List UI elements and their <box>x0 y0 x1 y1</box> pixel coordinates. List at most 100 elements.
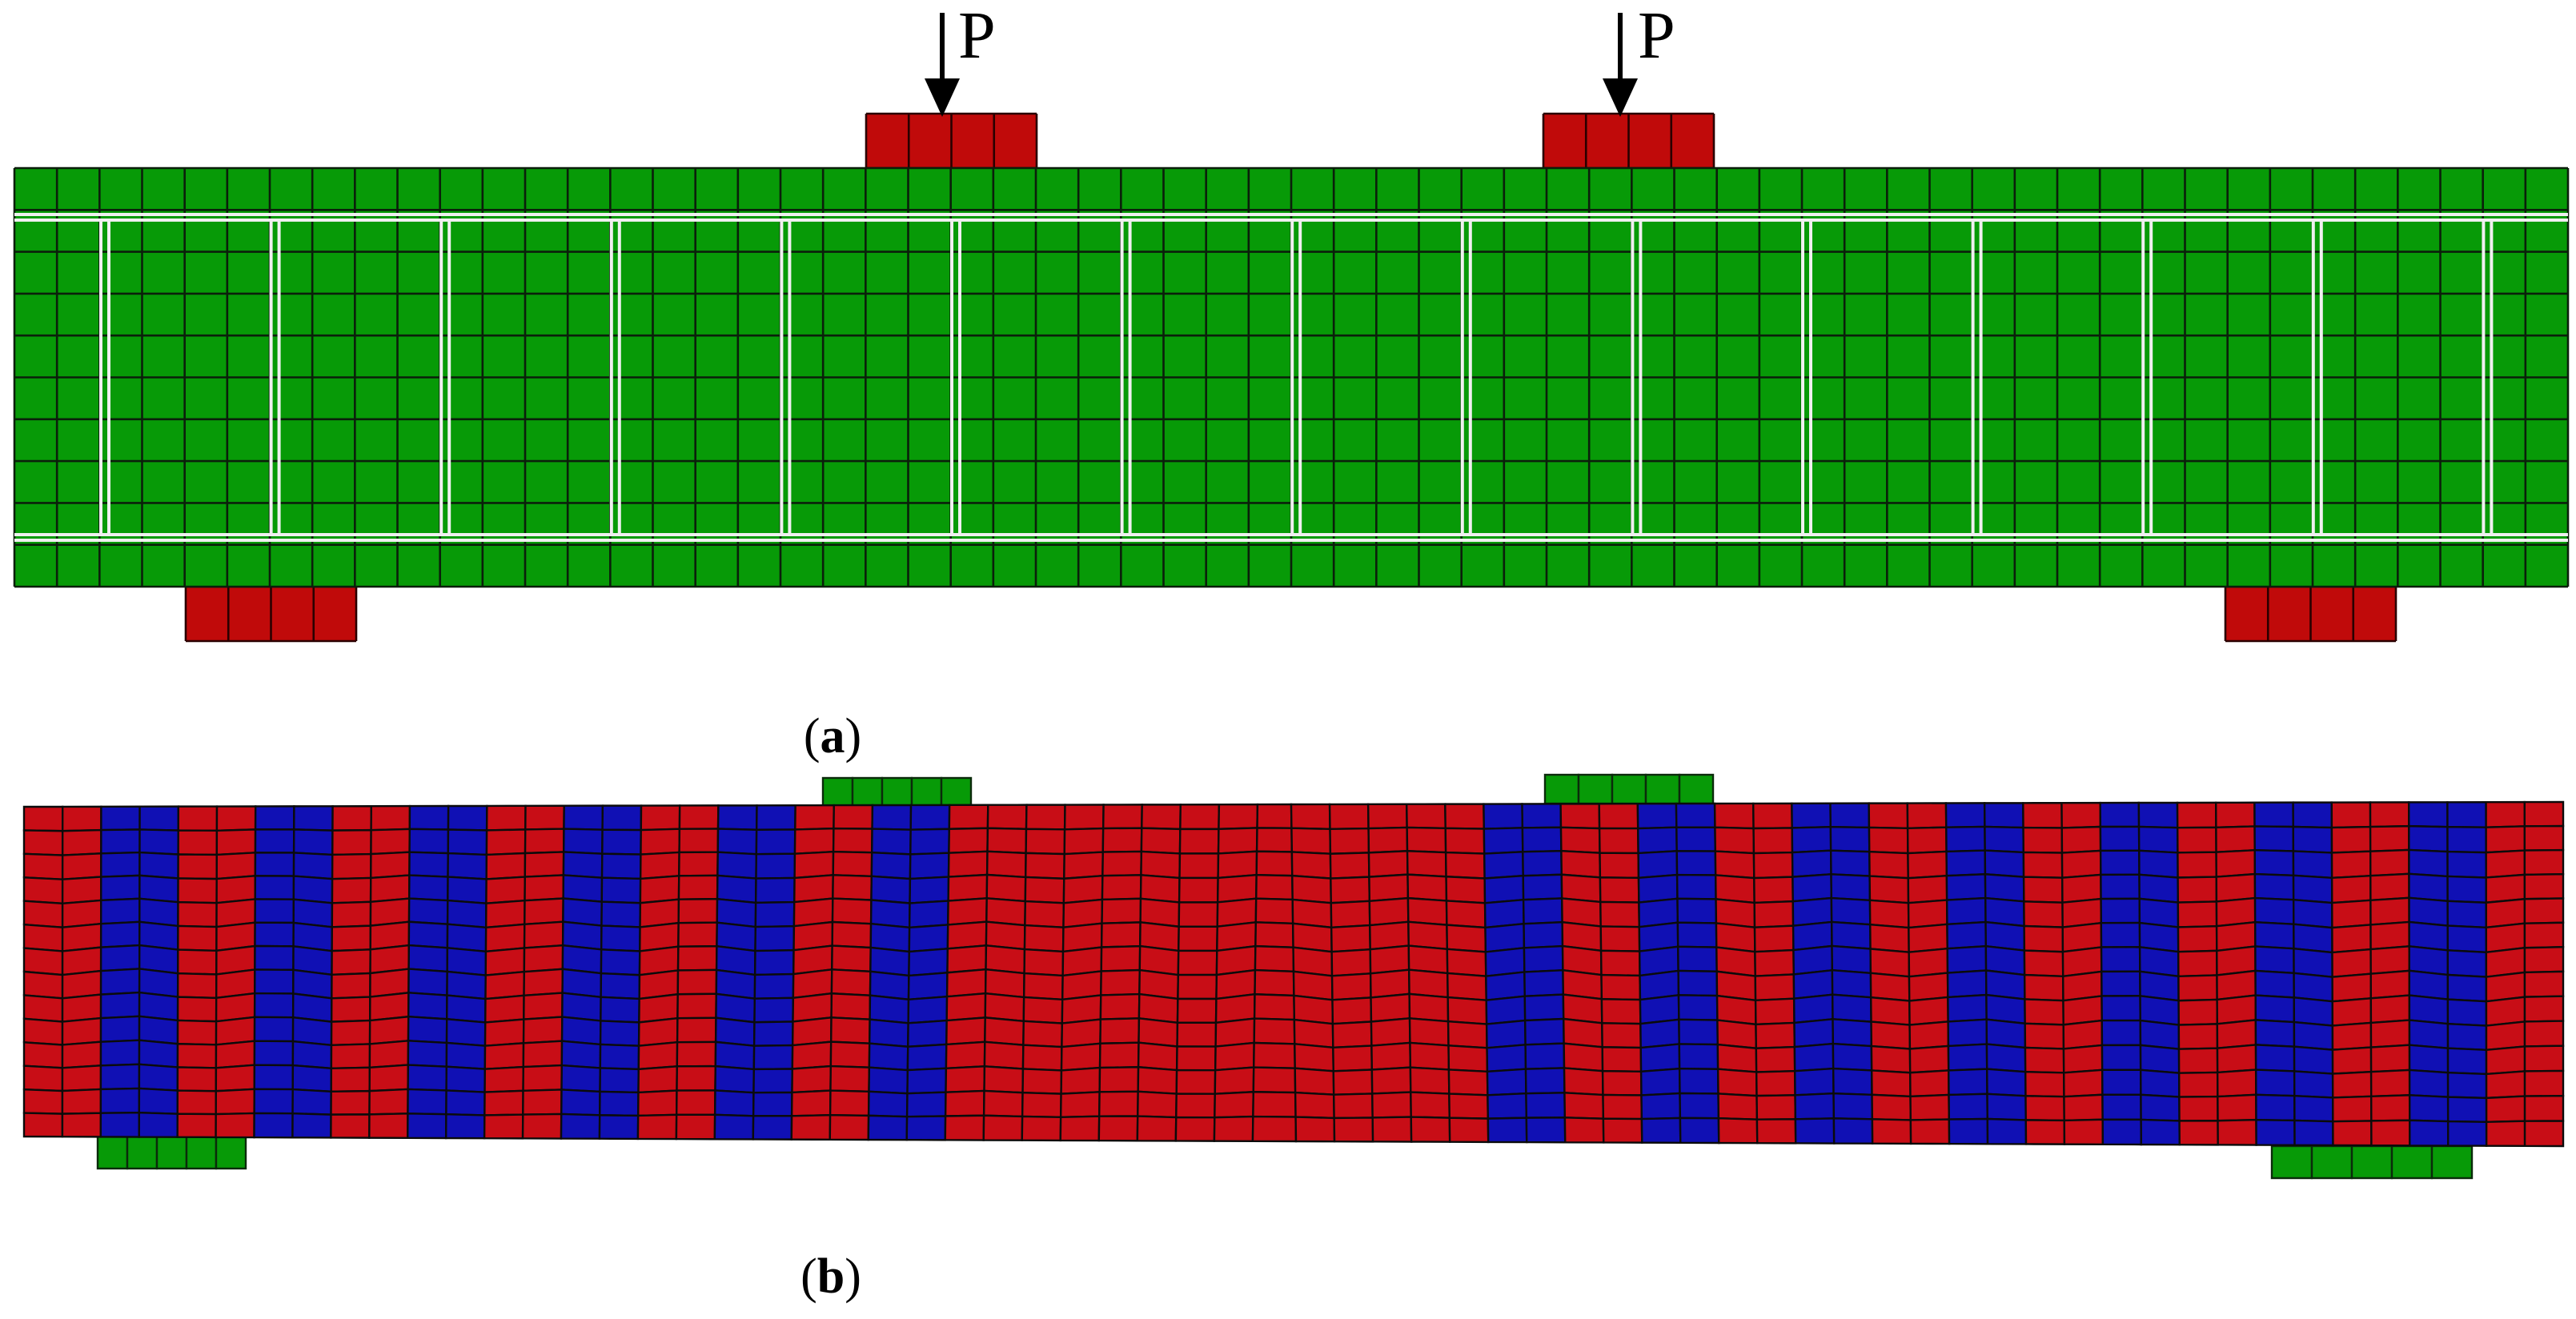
deformed-element <box>330 1019 371 1047</box>
panel-a-caption-letter: a <box>821 709 845 764</box>
deformed-element <box>2331 1070 2373 1099</box>
deformed-top-plate-left-element <box>821 776 854 808</box>
deformed-element <box>176 996 218 1023</box>
deformed-element <box>1097 1090 1139 1117</box>
deformed-element <box>1097 1115 1139 1142</box>
deformed-element <box>1255 827 1294 853</box>
deformed-element <box>330 1113 371 1139</box>
deformed-element <box>1868 826 1909 855</box>
deformed-element <box>1523 1017 1565 1046</box>
deformed-element <box>599 1043 640 1071</box>
deformed-element <box>1369 968 1410 999</box>
deformed-element <box>1176 997 1218 1024</box>
deformed-element <box>2293 1045 2334 1075</box>
deformed-element <box>2139 1068 2181 1098</box>
deformed-element <box>99 1112 141 1138</box>
deformed-element <box>1907 874 1948 904</box>
deformed-element <box>215 1088 255 1116</box>
deformed-element <box>1948 1092 1988 1121</box>
deformed-element <box>1639 1018 1680 1049</box>
deformed-element <box>907 1019 948 1048</box>
deformed-element <box>560 1040 602 1069</box>
deformed-element <box>1024 852 1065 880</box>
deformed-element <box>1675 850 1717 876</box>
deformed-element <box>1371 1091 1412 1119</box>
deformed-element <box>640 804 681 832</box>
deformed-element <box>1908 947 1949 978</box>
deformed-element <box>254 805 295 831</box>
deformed-element <box>484 1089 524 1117</box>
deformed-element <box>2369 896 2410 926</box>
deformed-element <box>1830 873 1872 902</box>
deformed-element <box>1909 1093 1951 1121</box>
deformed-element <box>2408 824 2449 853</box>
deformed-element <box>905 1091 947 1118</box>
deformed-element <box>829 1064 871 1093</box>
deformed-element <box>1330 972 1372 1001</box>
deformed-element <box>1178 852 1220 880</box>
deformed-element <box>832 874 873 901</box>
deformed-element <box>1177 973 1218 1000</box>
deformed-element <box>1255 873 1294 901</box>
deformed-element <box>254 944 295 972</box>
deformed-element <box>2370 1119 2411 1147</box>
deformed-element <box>331 876 372 904</box>
deformed-top-plate-right-element <box>1611 773 1647 805</box>
deformed-element <box>138 851 179 880</box>
deformed-element <box>2330 850 2372 880</box>
deformed-element <box>1794 1092 1836 1121</box>
deformed-element <box>791 1064 833 1094</box>
deformed-element <box>446 994 487 1024</box>
deformed-element <box>292 828 334 856</box>
deformed-element <box>368 1088 409 1116</box>
deformed-element <box>1523 944 1564 973</box>
deformed-support-plate-left-element <box>215 1135 247 1170</box>
deformed-element <box>755 852 796 880</box>
deformed-element <box>1291 874 1332 904</box>
deformed-element <box>331 900 372 928</box>
deformed-element <box>1444 827 1486 855</box>
deformed-element <box>1753 924 1795 953</box>
deformed-element <box>1330 948 1372 977</box>
deformed-element <box>1753 900 1795 928</box>
deformed-element <box>1944 802 1986 828</box>
deformed-element <box>752 1068 794 1094</box>
deformed-element <box>22 994 64 1023</box>
deformed-element <box>1791 825 1832 854</box>
deformed-element <box>1986 1092 2027 1121</box>
deformed-element <box>1525 1117 1567 1144</box>
deformed-element <box>2408 896 2449 927</box>
deformed-element <box>22 900 64 929</box>
deformed-element <box>752 1115 793 1141</box>
panel-a-load-arrows <box>925 13 1638 117</box>
deformed-element <box>1908 923 1948 954</box>
deformed-element <box>1600 998 1642 1025</box>
deformed-support-plate-left <box>96 1135 247 1170</box>
deformed-element <box>253 1040 295 1067</box>
deformed-element <box>2369 1044 2411 1073</box>
deformed-element <box>2177 998 2219 1026</box>
deformed-element <box>2331 899 2372 929</box>
deformed-element <box>2332 1095 2373 1123</box>
deformed-element <box>368 1064 410 1092</box>
deformed-element <box>1333 1117 1374 1143</box>
deformed-element <box>1868 802 1909 830</box>
deformed-element <box>1368 896 1410 927</box>
deformed-element <box>483 1113 524 1140</box>
support-plate-right-lines <box>2224 585 2397 643</box>
deformed-element <box>1752 827 1794 855</box>
deformed-element <box>2523 824 2565 852</box>
deformed-element <box>2023 900 2064 928</box>
deformed-element <box>640 828 681 856</box>
deformed-element <box>1794 1117 1836 1145</box>
deformed-element <box>829 1089 870 1117</box>
deformed-element <box>2099 801 2141 828</box>
deformed-support-plate-right-element <box>2350 1145 2393 1180</box>
deformed-element <box>2215 872 2257 903</box>
panel-a-reinforcement-cage <box>14 213 2568 542</box>
deformed-element <box>1370 1066 1412 1095</box>
top-plate-left-lines <box>865 112 1038 170</box>
support-plate-right <box>2224 585 2397 643</box>
deformed-element <box>829 1040 871 1068</box>
deformed-element <box>1021 1068 1063 1095</box>
